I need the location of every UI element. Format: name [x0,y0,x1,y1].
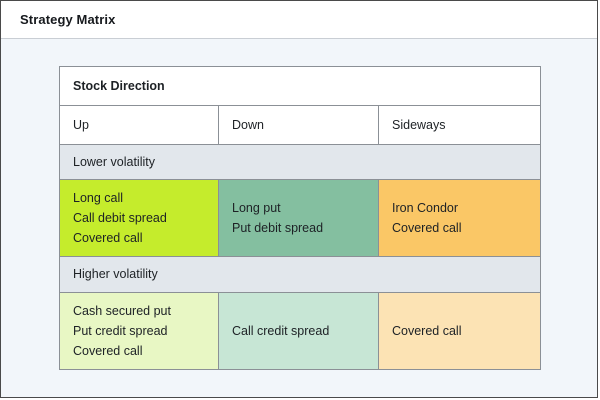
strategy-item: Call credit spread [232,323,330,338]
column-header-down: Down [219,106,379,145]
title-bar: Strategy Matrix [1,1,597,39]
band-label-higher-volatility: Higher volatility [60,257,540,292]
strategy-item: Cash secured put [73,303,171,318]
strategy-item: Covered call [73,343,143,358]
strategy-cell-higher-down: Call credit spread [219,292,379,369]
strategy-item: Put credit spread [73,323,168,338]
column-header-up: Up [60,106,219,145]
band-row-higher-volatility: Higher volatility [60,257,540,293]
band-row-lower-volatility: Lower volatility [60,145,540,181]
strategy-matrix-table: Stock Direction Up Down Sideways Lower v… [59,66,541,370]
band-label-lower-volatility: Lower volatility [60,145,540,180]
strategy-cell-higher-sideways: Covered call [379,292,540,369]
table-header-row: Stock Direction [60,67,540,107]
strategy-item: Covered call [73,231,143,246]
strategy-item: Put debit spread [232,221,324,236]
matrix-header-label: Stock Direction [60,67,540,106]
strategy-item: Call debit spread [73,211,167,226]
column-header-sideways: Sideways [379,106,540,145]
strategy-item: Long call [73,191,124,206]
strategy-item: Covered call [392,221,462,236]
column-header-row: Up Down Sideways [60,106,540,146]
page-title: Strategy Matrix [20,12,116,27]
content-area: Stock Direction Up Down Sideways Lower v… [1,39,597,397]
strategy-item: Long put [232,201,281,216]
strategy-item: Covered call [392,323,462,338]
strategy-item: Iron Condor [392,201,459,216]
